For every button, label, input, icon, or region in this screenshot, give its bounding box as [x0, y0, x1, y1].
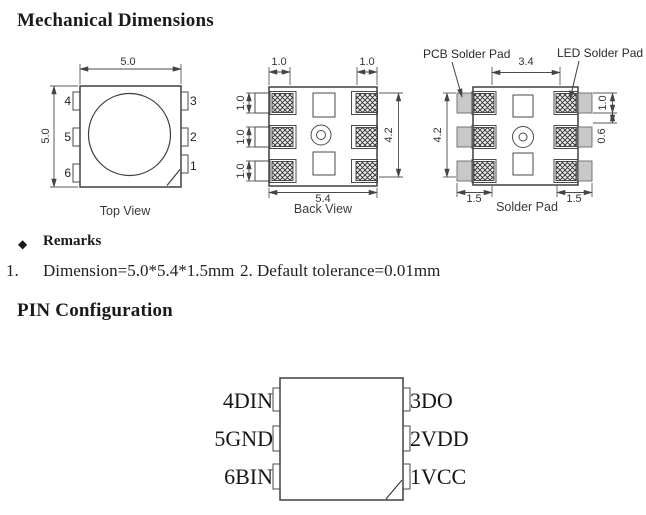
dimension-label: 1.5: [466, 193, 481, 205]
pcb-solder-pad: [576, 92, 593, 114]
pin-number: 6: [64, 166, 71, 180]
pin2-tab: [402, 425, 411, 452]
pcb-solder-pad: [456, 126, 474, 148]
pin3-tab: [402, 387, 411, 412]
top-view-pin3-tab: [180, 91, 189, 111]
center-ring-outer: [310, 124, 332, 146]
dimension-label: 1.0: [235, 163, 247, 178]
pin-number: 4: [64, 94, 71, 108]
led-solder-pad: [555, 93, 577, 113]
pcb-solder-pad: [456, 92, 474, 114]
pin-configuration-diagram: 4DIN 5GND 6BIN 3DO 2VDD 1VCC: [214, 377, 469, 501]
back-pad: [271, 161, 294, 181]
dimension-label: 5.0: [120, 56, 135, 68]
pin-number: 3: [190, 94, 197, 108]
dimension-label: 5.0: [40, 128, 52, 143]
dimension-label: 5.4: [315, 193, 330, 205]
dimension-label: 1.0: [597, 95, 609, 110]
center-ring-outer: [512, 126, 534, 148]
center-ring-inner: [316, 130, 326, 140]
pin-label-gnd: 5GND: [214, 426, 273, 451]
thermal-pad-square: [512, 152, 534, 176]
pin-number: 1: [190, 159, 197, 173]
remark-item-tolerance: 2. Default tolerance=0.01mm: [240, 261, 441, 280]
pin1-chamfer-mark: [385, 479, 403, 500]
solder-pad-caption: Solder Pad: [496, 200, 558, 214]
led-lens-circle: [87, 92, 172, 177]
dimension-label: 1.0: [359, 56, 374, 68]
dimension-label: 0.6: [596, 128, 608, 143]
back-pad: [271, 127, 294, 147]
top-view-diagram: 4 5 6 3 2 1 5.0 5.0 Top View: [40, 56, 197, 218]
pin6-tab: [272, 463, 281, 490]
pin5-tab: [272, 425, 281, 452]
remarks-title: Remarks: [43, 233, 102, 249]
pin-label-do: 3DO: [410, 388, 453, 413]
pin-number: 5: [64, 130, 71, 144]
thermal-pad-square: [312, 92, 336, 118]
led-solder-pad: [555, 161, 577, 181]
thermal-pad-square: [312, 151, 336, 176]
top-view-pin1-tab: [180, 154, 189, 174]
led-solder-pad: [473, 161, 495, 181]
dimension-label: 1.5: [566, 193, 581, 205]
pin-label-vdd: 2VDD: [410, 426, 469, 451]
dimension-label: 1.0: [235, 95, 247, 110]
dimension-label: 4.2: [432, 127, 444, 142]
corner-chamfer-mark: [166, 169, 181, 186]
dimension-label: 3.4: [518, 56, 533, 68]
solder-pad-diagram: 3.4 4.2 1.0 0.6 1.5 1.5 PCB Solder Pad: [423, 46, 643, 214]
top-view-caption: Top View: [100, 204, 151, 218]
pcb-solder-pad: [576, 160, 593, 182]
top-view-pin5-tab: [72, 127, 81, 147]
pin-label-vcc: 1VCC: [410, 464, 466, 489]
pin-config-body: [279, 377, 404, 501]
led-solder-pad-label: LED Solder Pad: [557, 46, 643, 60]
pcb-solder-pad-label: PCB Solder Pad: [423, 47, 510, 61]
pin1-tab: [402, 463, 411, 490]
top-view-pin4-tab: [72, 91, 81, 111]
led-solder-pad: [473, 127, 495, 147]
top-view-pin2-tab: [180, 127, 189, 147]
back-pad: [355, 93, 378, 113]
dimension-label: 1.0: [271, 56, 286, 68]
top-view-package-body: [79, 85, 182, 188]
section-title-pin-configuration: PIN Configuration: [17, 300, 173, 321]
pcb-solder-pad: [456, 160, 474, 182]
back-view-caption: Back View: [294, 202, 353, 216]
back-pad: [355, 127, 378, 147]
pin-number: 2: [190, 130, 197, 144]
section-title-mechanical: Mechanical Dimensions: [17, 10, 214, 31]
dimension-label: 1.0: [235, 129, 247, 144]
diamond-bullet-icon: ◆: [18, 237, 28, 251]
led-solder-pad: [555, 127, 577, 147]
center-ring-inner: [518, 132, 528, 142]
led-solder-pad: [473, 93, 495, 113]
pin4-tab: [272, 387, 281, 412]
remark-item-number: 1.: [6, 261, 19, 280]
thermal-pad-square: [512, 94, 534, 118]
pin-label-bin: 6BIN: [224, 464, 273, 489]
back-pad: [355, 161, 378, 181]
remark-item-dimension: Dimension=5.0*5.4*1.5mm: [43, 261, 235, 280]
back-view-diagram: 1.0 1.0 1.0 1.0 1.0 4.2 5.4 Back: [235, 56, 403, 216]
pcb-solder-pad: [576, 126, 593, 148]
dimension-label: 4.2: [383, 127, 395, 142]
top-view-pin6-tab: [72, 163, 81, 183]
pin-label-din: 4DIN: [223, 388, 273, 413]
back-pad: [271, 93, 294, 113]
